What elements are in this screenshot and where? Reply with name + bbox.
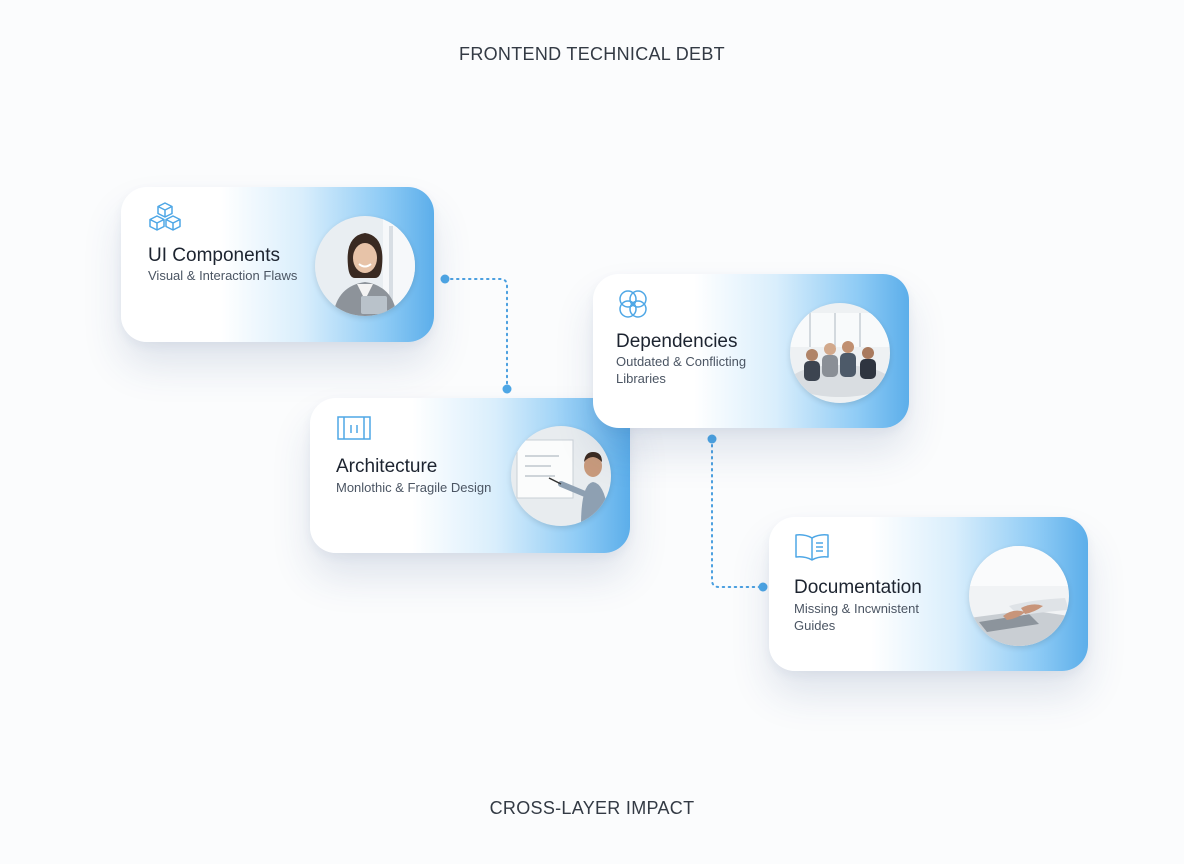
- typing-laptop-photo: [969, 546, 1069, 646]
- diagram-footer: CROSS-LAYER IMPACT: [489, 798, 695, 818]
- card-subtitle: Missing & Incwnistent Guides: [794, 601, 919, 633]
- connector-ui-to-architecture: [444, 278, 508, 389]
- card-dependencies[interactable]: Dependencies Outdated & Conflicting Libr…: [593, 274, 909, 428]
- connector-dot: [502, 384, 512, 394]
- card-documentation[interactable]: Documentation Missing & Incwnistent Guid…: [769, 517, 1088, 671]
- cubes-icon: [147, 201, 183, 238]
- smiling-woman-photo: [315, 216, 415, 316]
- card-title: Dependencies: [616, 331, 738, 352]
- open-book-icon: [793, 532, 831, 567]
- connector-dot: [707, 434, 717, 444]
- team-meeting-photo: [790, 303, 890, 403]
- architecture-frame-icon: [336, 413, 372, 448]
- card-title: UI Components: [148, 245, 281, 266]
- card-subtitle: Monlothic & Fragile Design: [336, 480, 492, 495]
- card-title: Documentation: [794, 577, 922, 598]
- connector-dot: [440, 274, 450, 284]
- card-ui-components[interactable]: UI Components Visual & Interaction Flaws: [121, 187, 434, 342]
- card-architecture[interactable]: Architecture Monlothic & Fragile Design: [310, 398, 630, 553]
- card-subtitle: Visual & Interaction Flaws: [148, 268, 298, 283]
- card-title: Architecture: [336, 456, 438, 477]
- interlinked-rings-icon: [616, 288, 650, 325]
- diagram-title: FRONTEND TECHNICAL DEBT: [459, 44, 725, 64]
- presenter-whiteboard-photo: [511, 426, 611, 526]
- connector-dot: [758, 582, 768, 592]
- connector-dependencies-to-documentation: [711, 438, 763, 588]
- card-subtitle: Outdated & Conflicting Libraries: [616, 354, 747, 386]
